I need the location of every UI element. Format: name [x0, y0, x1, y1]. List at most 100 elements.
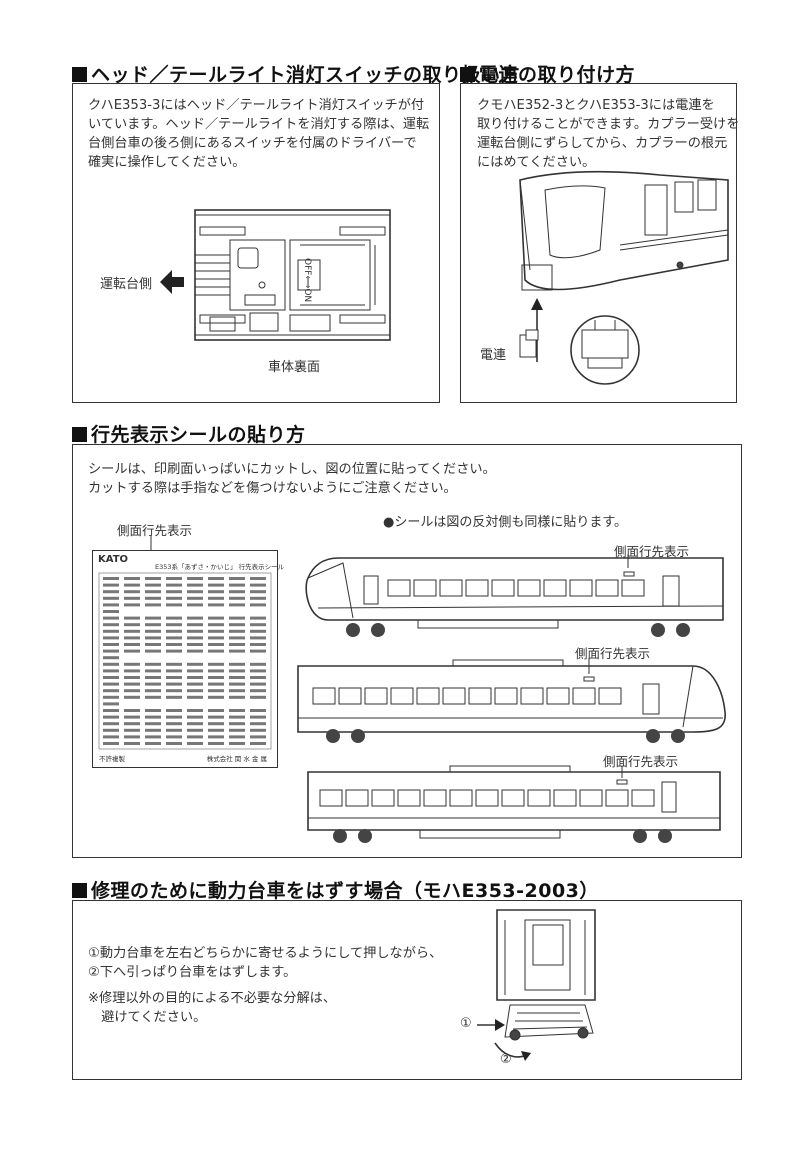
car-window	[520, 687, 544, 705]
car-window	[631, 789, 655, 807]
sheet-sticker-cell	[208, 709, 224, 712]
sheet-sticker-cell	[166, 715, 182, 719]
sheet-sticker-cell	[229, 728, 245, 732]
sheet-sticker-cell	[187, 715, 203, 719]
car-window	[621, 579, 645, 597]
car-window	[371, 789, 395, 807]
sheet-title: E353系「あずさ・かいじ」 行先表示シール	[155, 563, 285, 571]
sheet-sticker-cell	[103, 603, 119, 607]
sheet-sticker-cell	[124, 669, 140, 673]
car-window	[364, 687, 388, 705]
sheet-sticker-cell	[124, 682, 140, 686]
sheet-sticker-cell	[229, 682, 245, 686]
sheet-sticker-cell	[208, 643, 224, 646]
sheet-sticker-cell	[166, 629, 182, 633]
sheet-sticker-cell	[208, 676, 224, 679]
sheet-sticker-cell	[208, 623, 224, 627]
sheet-sticker-cell	[124, 689, 140, 693]
sheet-sticker-cell	[124, 695, 140, 699]
sheet-sticker-cell	[124, 596, 140, 600]
sheet-grid	[98, 572, 272, 750]
section2-title: 電連の取り付け方	[460, 60, 635, 87]
sheet-sticker-cell	[145, 636, 161, 640]
sheet-sticker-cell	[187, 695, 203, 699]
sheet-sticker-cell	[145, 577, 161, 580]
sheet-sticker-cell	[250, 669, 266, 673]
sheet-sticker-cell	[103, 636, 119, 640]
sheet-sticker-cell	[166, 676, 182, 679]
sheet-sticker-cell	[124, 722, 140, 726]
sheet-sticker-cell	[103, 616, 119, 620]
sheet-sticker-cell	[229, 583, 245, 587]
sheet-sticker-cell	[250, 715, 266, 719]
sheet-sticker-cell	[103, 735, 119, 739]
sheet-sticker-cell	[250, 616, 266, 620]
sheet-sticker-cell	[166, 596, 182, 600]
sheet-sticker-cell	[250, 577, 266, 580]
section4-note: ※修理以外の目的による不必要な分解は、 避けてください。	[88, 991, 337, 1025]
sheet-sticker-cell	[229, 669, 245, 673]
sheet-sticker-cell	[208, 742, 224, 745]
sheet-sticker-cell	[124, 662, 140, 666]
section1-body: クハE353-3にはヘッド／テールライト消灯スイッチが付 いています。ヘッド／テ…	[88, 98, 430, 170]
switch-label: OFF⟺ON	[302, 258, 312, 303]
bogie-illustration	[477, 909, 596, 1061]
sheet-sticker-cell	[166, 603, 182, 607]
sheet-sticker-cell	[103, 695, 119, 699]
section1-box	[72, 83, 440, 403]
underside-caption: 車体裏面	[268, 360, 321, 375]
sheet-sticker-cell	[208, 728, 224, 732]
sheet-brand: KATO	[98, 554, 129, 565]
sheet-sticker-cell	[103, 610, 119, 613]
sheet-sticker-cell	[250, 629, 266, 633]
sheet-sticker-cell	[208, 715, 224, 719]
sheet-sticker-cell	[187, 596, 203, 600]
sheet-sticker-cell	[187, 583, 203, 587]
sheet-sticker-cell	[124, 735, 140, 739]
section3-note: ●シールは図の反対側も同様に貼ります。	[383, 515, 628, 530]
sheet-sticker-cell	[229, 643, 245, 646]
section2-box	[460, 83, 737, 403]
sheet-sticker-cell	[250, 709, 266, 712]
car-window	[312, 687, 336, 705]
sheet-sticker-cell	[166, 735, 182, 739]
car2-label: 側面行先表示	[575, 646, 651, 661]
sheet-sticker-cell	[208, 669, 224, 673]
sheet-sticker-cell	[124, 577, 140, 580]
sheet-sticker-cell	[103, 682, 119, 686]
section2-title-text: 電連の取り付け方	[479, 64, 636, 86]
sheet-sticker-cell	[229, 662, 245, 666]
sheet-sticker-cell	[250, 676, 266, 679]
car-window	[605, 789, 629, 807]
sheet-sticker-cell	[229, 623, 245, 627]
sheet-sticker-cell	[124, 590, 140, 594]
car-window	[449, 789, 473, 807]
car-window	[527, 789, 551, 807]
sheet-sticker-cell	[124, 643, 140, 646]
sheet-sticker-cell	[250, 596, 266, 600]
sheet-sticker-cell	[145, 623, 161, 627]
sheet-sticker-cell	[229, 577, 245, 580]
sheet-sticker-cell	[166, 577, 182, 580]
sheet-sticker-cell	[208, 662, 224, 666]
sheet-sticker-cell	[208, 616, 224, 620]
sheet-sticker-cell	[208, 649, 224, 653]
sheet-sticker-cell	[103, 583, 119, 587]
sheet-sticker-cell	[103, 662, 119, 666]
sheet-sticker-cell	[145, 735, 161, 739]
sheet-sticker-cell	[166, 682, 182, 686]
car-window	[572, 687, 596, 705]
sheet-sticker-cell	[229, 590, 245, 594]
sheet-sticker-cell	[103, 623, 119, 627]
sheet-sticker-cell	[103, 577, 119, 580]
section3-title-text: 行先表示シールの貼り方	[91, 424, 306, 446]
sheet-sticker-cell	[208, 722, 224, 726]
sheet-sticker-cell	[145, 662, 161, 666]
sheet-sticker-cell	[229, 676, 245, 679]
sheet-sticker-cell	[166, 649, 182, 653]
sheet-sticker-cell	[103, 722, 119, 726]
section4-step1: ①動力台車を左右どちらかに寄せるようにして押しながら、	[88, 946, 443, 961]
sheet-label: 側面行先表示	[117, 523, 193, 538]
sheet-sticker-cell	[187, 629, 203, 633]
sheet-pointer-line	[150, 536, 152, 552]
